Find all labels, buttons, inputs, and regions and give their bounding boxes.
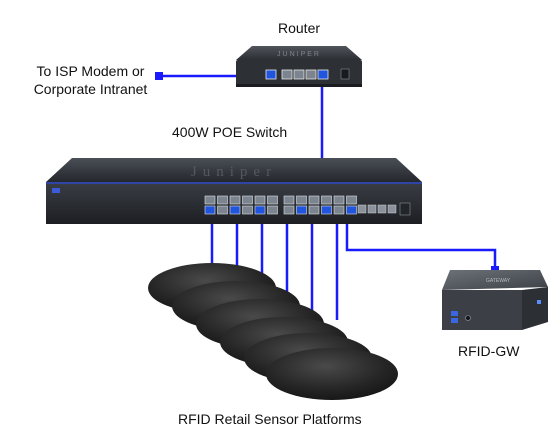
isp-label: To ISP Modem or Corporate Intranet: [18, 62, 163, 98]
switch-port: [254, 205, 266, 215]
switch-port: [333, 205, 345, 215]
switch-port: [217, 195, 228, 205]
switch-label: 400W POE Switch: [172, 124, 288, 140]
gateway-usb-port-1: [451, 311, 458, 316]
switch-port: [254, 195, 266, 205]
switch-port: [283, 205, 295, 215]
gateway-audio-jack: [465, 315, 471, 321]
gateway-led: [537, 300, 541, 304]
switch-port: [267, 205, 278, 215]
sensor-platform-6: [266, 348, 398, 400]
gateway-cable-end: [491, 266, 499, 272]
isp-cable-end: [155, 72, 163, 80]
sensors-label: RFID Retail Sensor Platforms: [178, 411, 362, 427]
gateway-front: [442, 290, 522, 330]
router-top: [236, 46, 362, 60]
router: JUNIPER: [236, 46, 362, 87]
rfid-sensors: [148, 263, 398, 400]
switch-port: [242, 205, 253, 215]
router-label: Router: [278, 20, 321, 36]
switch-port: [296, 195, 307, 205]
router-port-1: [281, 69, 293, 80]
switch-port: [308, 205, 320, 215]
switch-port: [321, 195, 332, 205]
poe-switch: Juniper: [46, 158, 422, 224]
switch-port: [242, 195, 253, 205]
gateway-side: [522, 287, 548, 330]
switch-port: [283, 195, 295, 205]
switch-top: [46, 158, 422, 182]
gateway-top: [442, 270, 548, 290]
switch-port: [333, 195, 345, 205]
switch-port: [321, 205, 332, 215]
switch-port: [229, 195, 241, 205]
switch-port-grid: [204, 195, 357, 215]
switch-port: [217, 205, 228, 215]
isp-label-line1: To ISP Modem or: [36, 63, 145, 79]
switch-port: [204, 205, 216, 215]
switch-port: [346, 195, 357, 205]
switch-port: [267, 195, 278, 205]
switch-port: [308, 195, 320, 205]
isp-label-line2: Corporate Intranet: [33, 81, 148, 97]
router-port-2: [293, 69, 305, 80]
switch-uplink-ports: [357, 202, 411, 216]
router-logo: JUNIPER: [277, 51, 321, 58]
router-power-port: [340, 68, 350, 80]
rfid-gateway: GATEWAY: [442, 270, 548, 330]
switch-port: [204, 195, 216, 205]
cable-switch-to-gateway: [345, 210, 497, 270]
router-port-isp: [265, 69, 277, 80]
switch-port: [346, 205, 357, 215]
gateway-usb-port-2: [451, 318, 458, 323]
gateway-label: RFID-GW: [458, 343, 520, 359]
router-port-4: [317, 69, 329, 80]
router-port-3: [305, 69, 317, 80]
switch-logo: Juniper: [191, 164, 277, 180]
switch-port: [229, 205, 241, 215]
svg-text:GATEWAY: GATEWAY: [486, 278, 511, 284]
switch-port: [296, 205, 307, 215]
